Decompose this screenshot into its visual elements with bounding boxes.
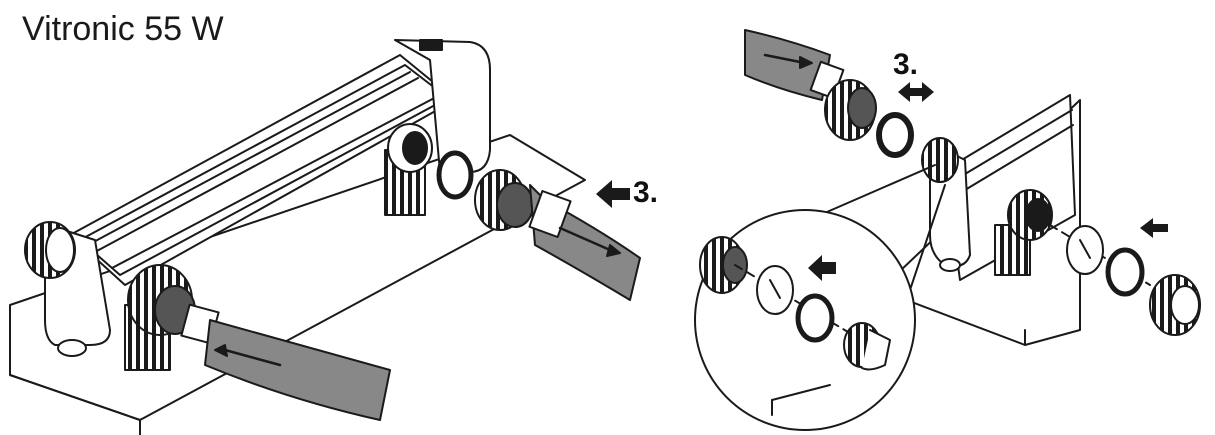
gasket-ring-upper bbox=[436, 150, 474, 200]
hose-lower bbox=[204, 319, 391, 421]
connector-outlet-upper bbox=[384, 123, 433, 216]
union-nut-detail bbox=[824, 79, 877, 141]
union-nut-loose bbox=[1149, 274, 1201, 336]
hose-detail-top bbox=[744, 29, 845, 101]
gasket-ring-detail-2 bbox=[1105, 247, 1145, 297]
zoom-detail-circle bbox=[694, 164, 946, 431]
connector-inlet-lower bbox=[124, 264, 220, 371]
arrow-double-detail bbox=[898, 82, 934, 102]
quartz-disc-detail bbox=[1066, 225, 1104, 275]
step-label-left: 3. bbox=[633, 176, 659, 209]
diagram-title: Vitronic 55 W bbox=[22, 10, 224, 48]
end-knob-left bbox=[24, 221, 76, 279]
union-nut-upper bbox=[474, 169, 534, 231]
gasket-ring-detail bbox=[876, 112, 914, 158]
hose-upper bbox=[528, 184, 641, 301]
uv-unit-detail bbox=[879, 94, 1081, 346]
step-label-right: 3. bbox=[893, 48, 919, 81]
arrow-left-step bbox=[596, 180, 630, 208]
uv-lamp-body bbox=[24, 39, 491, 357]
arrow-right-step bbox=[1140, 218, 1168, 238]
